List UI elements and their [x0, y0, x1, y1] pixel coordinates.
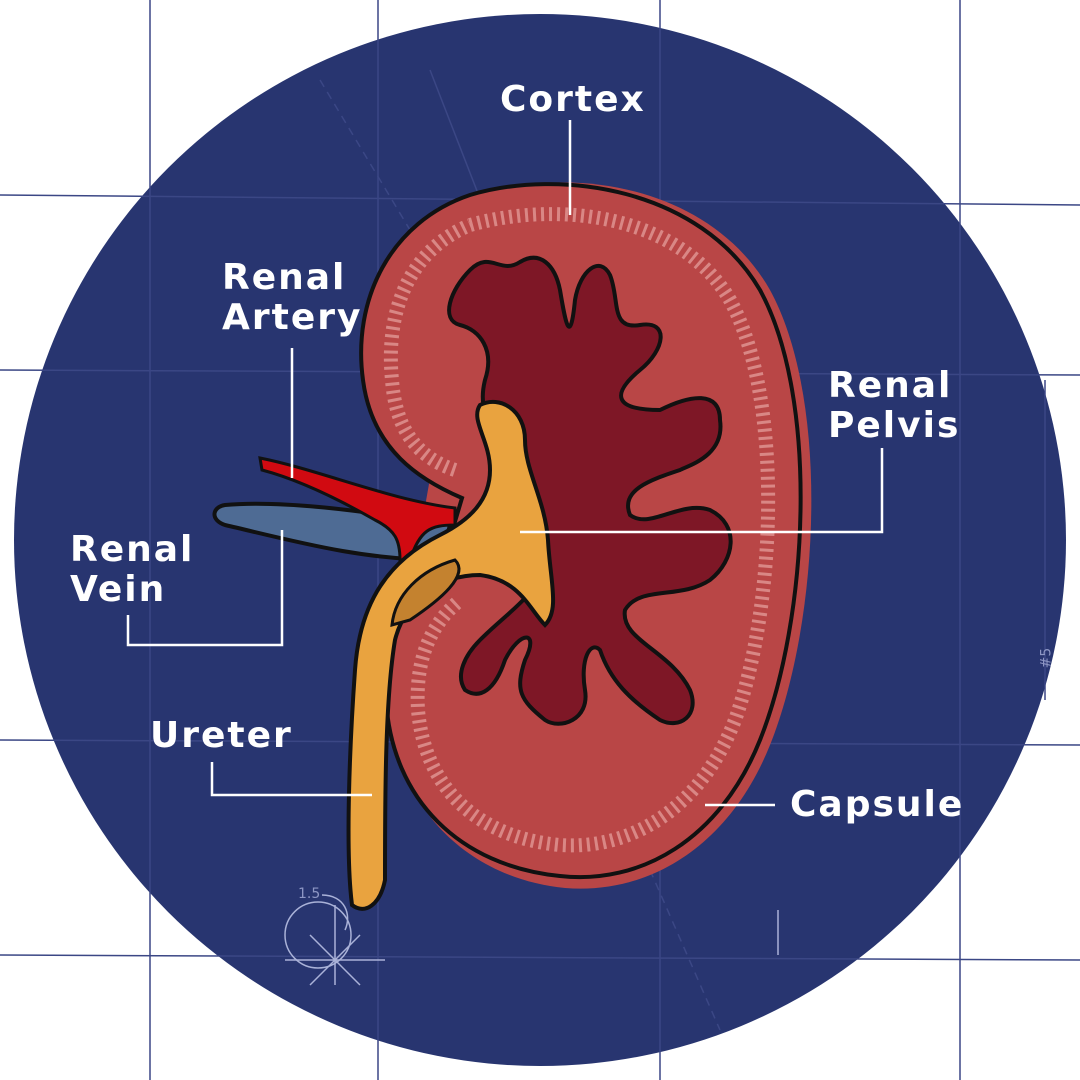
renal-pelvis-ureter [346, 399, 556, 911]
pelvis-shading [390, 558, 461, 628]
leader-lines [126, 120, 884, 807]
label-renal-vein-2: Vein [70, 569, 167, 610]
renal-medulla [447, 255, 733, 726]
label-renal-artery-2: Artery [222, 297, 363, 338]
compass-mark [284, 894, 779, 986]
label-ureter: Ureter [150, 715, 293, 756]
label-capsule: Capsule [790, 784, 965, 825]
grid-mark: #5 [1038, 647, 1055, 669]
scale-annotation: 1.5 [298, 886, 321, 902]
label-cortex: Cortex [500, 79, 646, 120]
label-renal-pelvis-2: Pelvis [828, 405, 961, 446]
label-renal-artery-1: Renal [222, 257, 347, 298]
cortex-dots [383, 207, 776, 853]
label-renal-vein-1: Renal [70, 529, 195, 570]
label-renal-pelvis-1: Renal [828, 365, 953, 406]
